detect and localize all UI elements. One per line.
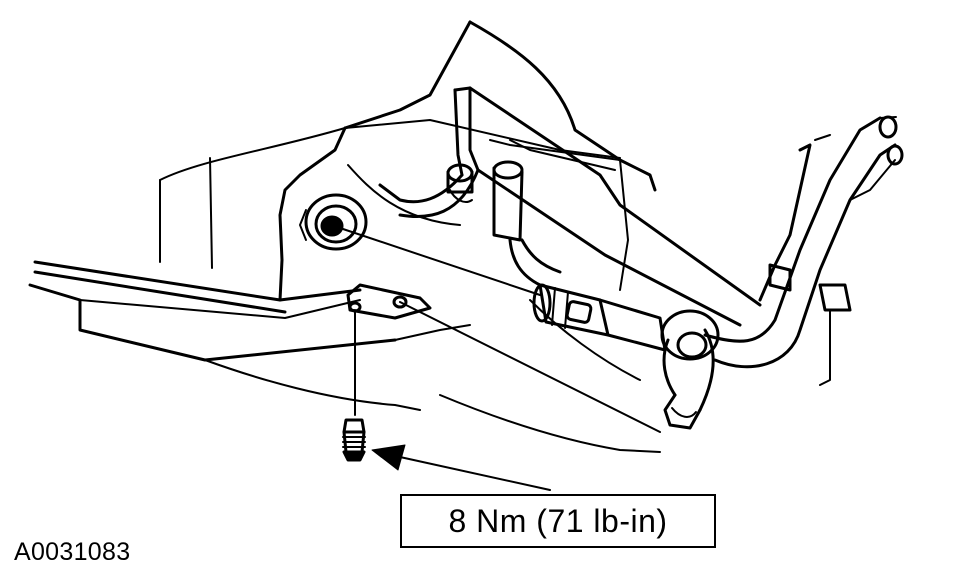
mounting-bracket (346, 283, 432, 320)
case-port-fitting (299, 193, 368, 251)
callout-arrow (371, 444, 551, 491)
figure-id-label: A0031083 (14, 538, 131, 566)
cooler-hoses (703, 115, 904, 386)
leader-lines (339, 227, 661, 433)
torque-callout: 8 Nm (71 lb-in) (400, 494, 716, 548)
line-clamp (660, 309, 720, 430)
quick-connect-fitting (532, 283, 667, 352)
oil-pan-flange (28, 260, 661, 453)
transmission-housing (159, 20, 657, 381)
mounting-bolt-icon (342, 418, 366, 462)
cooler-lines (378, 86, 762, 327)
